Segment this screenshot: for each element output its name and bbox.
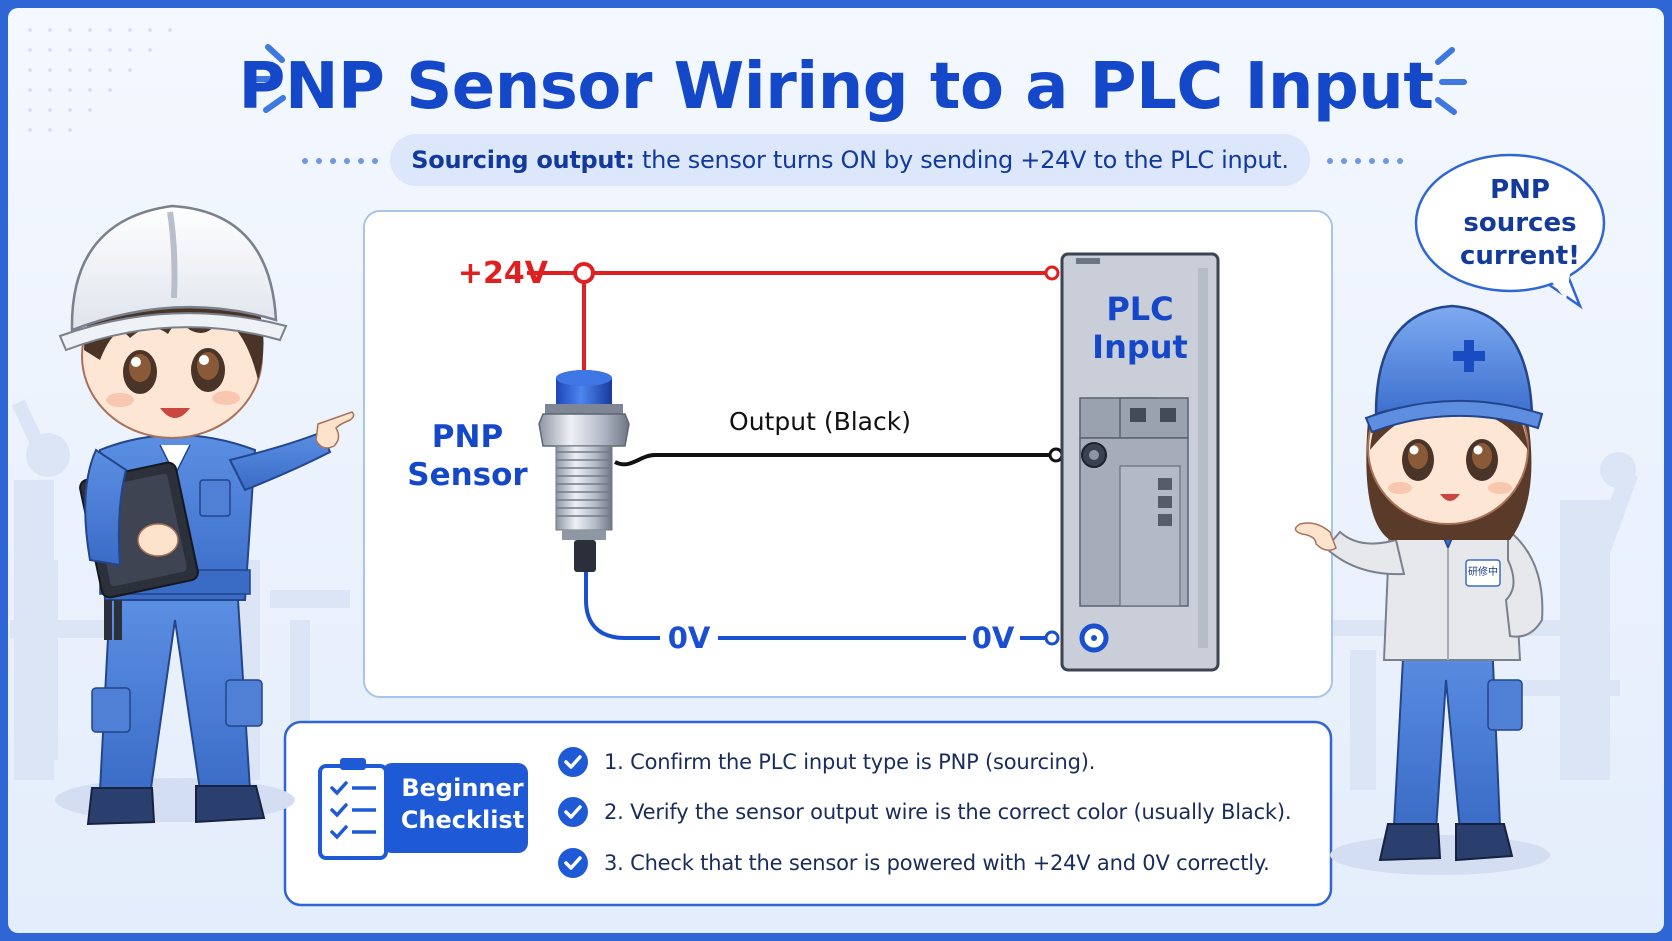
- terminal-0v-node: [1044, 630, 1060, 646]
- pnp-sensor-icon: [538, 370, 630, 572]
- speech-line3: current!: [1460, 241, 1580, 271]
- subtitle-bold: Sourcing output:: [411, 146, 635, 174]
- subtitle: Sourcing output: the sensor turns ON by …: [390, 134, 1310, 186]
- wire-output: [614, 453, 1058, 467]
- sensor-label-line1: PNP: [431, 419, 504, 455]
- terminal-24v-node: [573, 262, 595, 284]
- checklist-item-text: 2. Verify the sensor output wire is the …: [604, 800, 1292, 824]
- sensor-label: PNP Sensor: [400, 418, 535, 494]
- checklist-panel: [283, 720, 1333, 907]
- terminal-output-node: [1048, 447, 1064, 463]
- checklist-item: 2. Verify the sensor output wire is the …: [558, 792, 1292, 832]
- worker-character-left: [55, 204, 355, 826]
- speech-bubble-text: PNP sources current!: [1420, 174, 1620, 273]
- checklist-title-line2: Checklist: [400, 806, 525, 834]
- zero-v-label-right: 0V: [971, 621, 1015, 655]
- check-circle-icon: [558, 747, 588, 777]
- speech-line2: sources: [1463, 208, 1577, 238]
- supply-24v-tick: [527, 271, 547, 275]
- sensor-label-line2: Sensor: [407, 457, 528, 493]
- checklist-item-text: 1. Confirm the PLC input type is PNP (so…: [604, 750, 1096, 774]
- worker-character-right: [1294, 304, 1550, 875]
- speech-line1: PNP: [1490, 175, 1550, 205]
- plc-label: PLC Input: [1080, 290, 1200, 366]
- plc-label-line1: PLC: [1106, 290, 1174, 328]
- dot-pattern: [28, 28, 172, 132]
- subtitle-dots: [302, 158, 1403, 164]
- checklist-title-line1: Beginner: [401, 774, 524, 802]
- output-wire-label: Output (Black): [729, 407, 911, 436]
- subtitle-rest: the sensor turns ON by sending +24V to t…: [634, 146, 1289, 174]
- terminal-plc-24v: [1044, 265, 1060, 281]
- trainee-badge: 研修中: [1468, 567, 1498, 578]
- checklist-title: Beginner Checklist: [400, 772, 525, 836]
- checklist-item: 3. Check that the sensor is powered with…: [558, 843, 1270, 883]
- title-sparkles: [251, 44, 1467, 115]
- page-title: PNP Sensor Wiring to a PLC Input: [238, 50, 1434, 124]
- zero-v-label-left: 0V: [667, 621, 711, 655]
- subtitle-pill: [390, 134, 1310, 186]
- sensor-cable: [584, 570, 660, 640]
- clipboard-checklist-icon: [318, 758, 528, 860]
- check-circle-icon: [558, 797, 588, 827]
- checklist-item-text: 3. Check that the sensor is powered with…: [604, 851, 1270, 875]
- checklist-item: 1. Confirm the PLC input type is PNP (so…: [558, 742, 1248, 782]
- speech-bubble-icon: [1414, 153, 1606, 310]
- check-circle-icon: [558, 848, 588, 878]
- plc-module-icon: [1060, 252, 1220, 672]
- plc-label-line2: Input: [1092, 328, 1188, 366]
